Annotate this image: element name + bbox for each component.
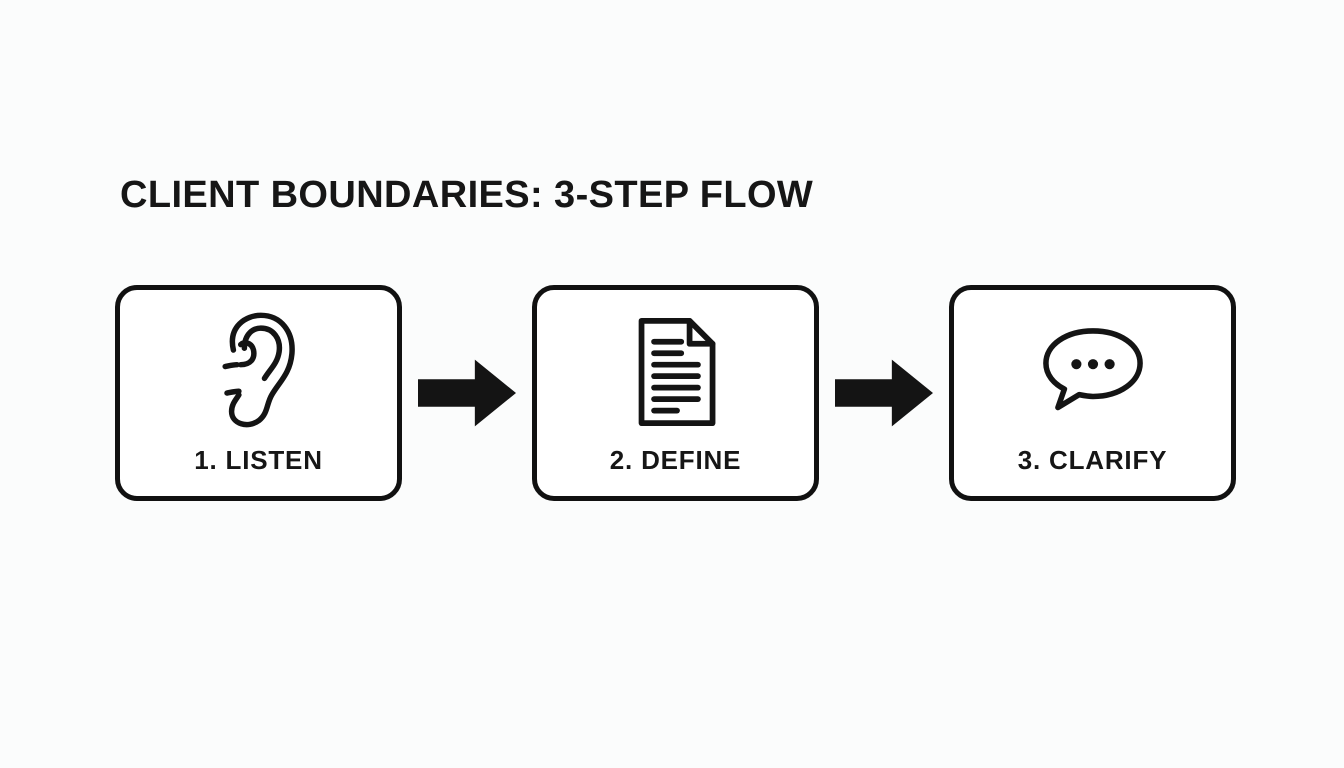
step-label-listen: 1. LISTEN bbox=[194, 445, 323, 475]
step-box-define: 2. DEFINE bbox=[532, 285, 819, 501]
step-label-clarify: 3. CLARIFY bbox=[1017, 445, 1168, 475]
step-label-define: 2. DEFINE bbox=[609, 445, 742, 475]
right-arrow-icon bbox=[418, 359, 516, 427]
step-box-clarify: 3. CLARIFY bbox=[949, 285, 1236, 501]
diagram-title: CLIENT BOUNDARIES: 3-STEP FLOW bbox=[120, 174, 814, 216]
right-arrow-icon bbox=[835, 359, 933, 427]
step-box-listen: 1. LISTEN bbox=[115, 285, 402, 501]
ear-icon bbox=[213, 306, 305, 437]
speech-bubble-icon bbox=[1033, 306, 1153, 437]
document-icon bbox=[629, 306, 723, 437]
flow-row: 1. LISTEN bbox=[115, 285, 1236, 501]
